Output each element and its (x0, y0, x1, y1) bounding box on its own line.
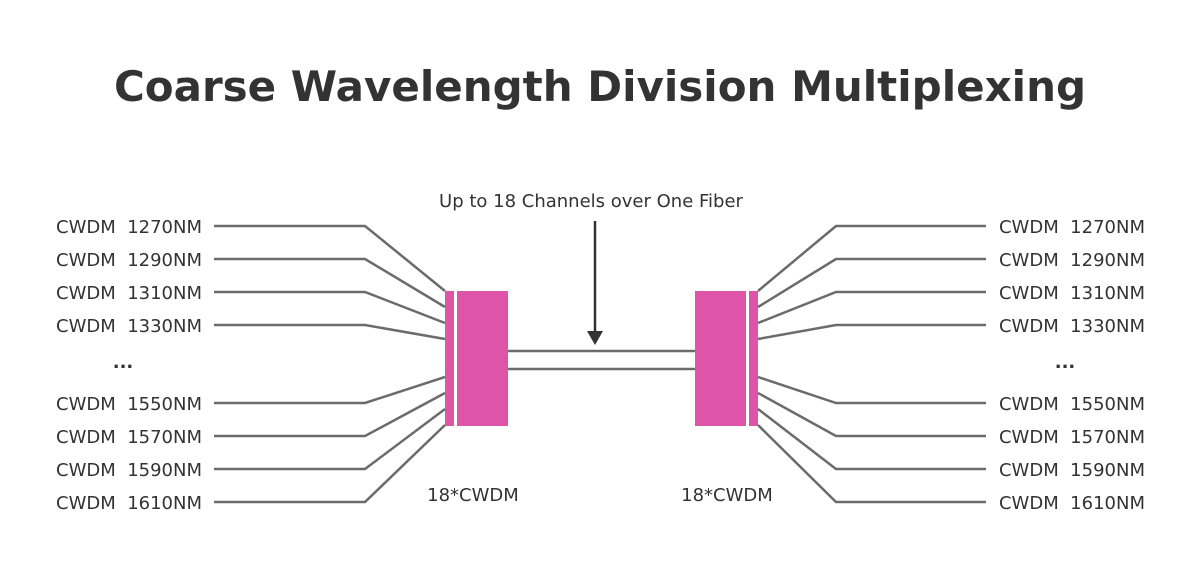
left-channel-group: CWDM 1270NM CWDM 1290NM CWDM 1310NM CWDM 13… (56, 217, 446, 514)
left-channel-label: CWDM 1590NM (56, 460, 202, 481)
left-channel-line (214, 257, 446, 309)
left-mux-device (445, 291, 508, 426)
right-channel-label: CWDM 1590NM (999, 460, 1145, 481)
right-channel-label: CWDM 1310NM (999, 283, 1145, 304)
right-channel-line (757, 224, 986, 292)
left-channel-line (214, 290, 446, 325)
left-channel-label: CWDM 1610NM (56, 493, 202, 514)
left-channel-line (214, 391, 446, 438)
right-channel-line (757, 375, 986, 405)
right-mux-device (695, 291, 758, 426)
down-arrow-icon (587, 221, 603, 345)
right-channel-line (757, 408, 986, 471)
right-device-label: 18*CWDM (681, 485, 773, 506)
diagram-title: Coarse Wavelength Division Multiplexing (114, 62, 1086, 111)
left-channel-label: CWDM 1310NM (56, 283, 202, 304)
left-channel-label: CWDM 1290NM (56, 250, 202, 271)
right-channel-line (757, 257, 986, 309)
left-channel-label: CWDM 1570NM (56, 427, 202, 448)
left-channel-line (214, 408, 446, 471)
left-channel-line (214, 224, 446, 292)
right-channel-label: CWDM 1270NM (999, 217, 1145, 238)
right-channel-group: CWDM 1270NM CWDM 1290NM CWDM 1310NM CWDM 13… (757, 217, 1145, 514)
left-channel-line (214, 375, 446, 405)
right-channel-line (757, 424, 986, 504)
right-channel-line (757, 290, 986, 325)
right-channel-label: CWDM 1290NM (999, 250, 1145, 271)
right-channel-line (757, 323, 986, 341)
left-ellipsis: ... (113, 352, 134, 373)
left-channel-label: CWDM 1550NM (56, 394, 202, 415)
left-channel-label: CWDM 1270NM (56, 217, 202, 238)
right-channel-label: CWDM 1550NM (999, 394, 1145, 415)
right-channel-line (757, 391, 986, 438)
left-channel-label: CWDM 1330NM (56, 316, 202, 337)
left-channel-line (214, 323, 446, 341)
right-channel-label: CWDM 1330NM (999, 316, 1145, 337)
channel-annotation: Up to 18 Channels over One Fiber (439, 191, 744, 212)
right-channel-label: CWDM 1570NM (999, 427, 1145, 448)
right-ellipsis: ... (1055, 352, 1076, 373)
trunk-fiber (508, 349, 696, 371)
left-device-label: 18*CWDM (427, 485, 519, 506)
right-channel-label: CWDM 1610NM (999, 493, 1145, 514)
left-channel-line (214, 424, 446, 504)
